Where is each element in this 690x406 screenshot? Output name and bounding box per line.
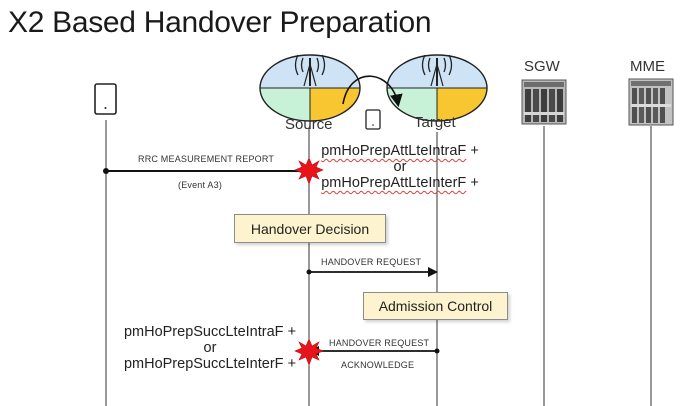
or-label: or — [203, 340, 217, 356]
ho-request-ack-label-1: HANDOVER REQUEST — [329, 338, 430, 348]
plus-sign: + — [470, 143, 479, 159]
explosion-burst-icon — [294, 338, 324, 366]
rrc-report-arrow — [103, 168, 300, 174]
server-rack-icon — [521, 79, 567, 125]
source-label: Source — [285, 116, 333, 133]
plus-sign: + — [287, 324, 297, 340]
plus-sign: + — [470, 175, 479, 191]
cell-tower-icon — [421, 54, 453, 87]
handover-decision-box: Handover Decision — [234, 214, 386, 243]
event-a3-label: (Event A3) — [178, 180, 223, 190]
rrc-report-label: RRC MEASUREMENT REPORT — [138, 154, 275, 164]
server-rack-icon — [628, 78, 674, 126]
succ-intra-counter: pmHoPrepSuccLteIntraF — [123, 324, 284, 340]
mme-label: MME — [630, 58, 665, 75]
handover-request-arrow — [306, 267, 438, 277]
explosion-burst-icon — [294, 157, 324, 185]
or-label: or — [393, 159, 407, 175]
sgw-label: SGW — [524, 58, 560, 75]
att-counters: pmHoPrepAttLteIntraF + or pmHoPrepAttLte… — [315, 143, 485, 191]
ho-request-label: HANDOVER REQUEST — [321, 257, 422, 267]
succ-counters: pmHoPrepSuccLteIntraF + or pmHoPrepSuccL… — [112, 324, 308, 372]
ho-request-ack-label-2: ACKNOWLEDGE — [341, 360, 415, 370]
ue-phone-icon — [365, 109, 381, 130]
handover-curve-arrow — [342, 75, 403, 108]
plus-sign: + — [287, 356, 297, 372]
admission-control-box: Admission Control — [363, 292, 508, 320]
att-intra-counter: pmHoPrepAttLteIntraF — [321, 143, 467, 159]
succ-inter-counter: pmHoPrepSuccLteInterF — [123, 356, 284, 372]
cell-tower-icon — [294, 54, 326, 87]
ue-phone-icon — [94, 83, 117, 115]
page-title: X2 Based Handover Preparation — [8, 6, 432, 39]
target-label: Target — [414, 114, 456, 131]
att-inter-counter: pmHoPrepAttLteInterF — [321, 175, 467, 191]
